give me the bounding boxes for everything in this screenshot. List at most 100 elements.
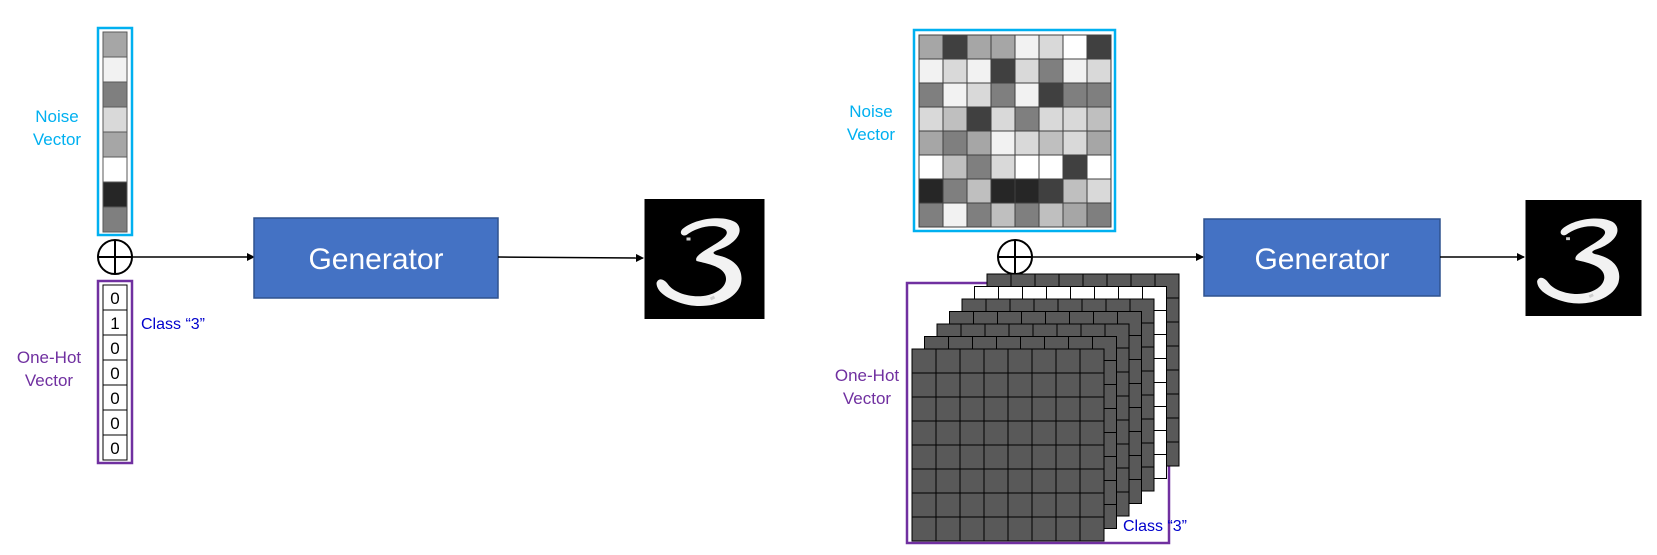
noise-cell	[102, 156, 128, 183]
noise-grid-cell	[990, 34, 1016, 60]
noise-grid-cell	[918, 58, 944, 84]
left-onehot-label-line1: One-Hot	[17, 348, 82, 367]
noise-cell	[102, 206, 128, 233]
noise-cell	[102, 106, 128, 133]
noise-grid-cell	[990, 130, 1016, 156]
left-output-arrow	[497, 253, 644, 262]
right-generator-box	[1203, 218, 1441, 297]
noise-grid-cell	[990, 154, 1016, 180]
onehot-value: 0	[110, 364, 119, 383]
noise-grid-cell	[966, 58, 992, 84]
noise-grid-cell	[990, 202, 1016, 228]
right-generator-label: Generator	[1254, 243, 1389, 276]
noise-grid-cell	[942, 178, 968, 204]
noise-grid-cell	[1014, 106, 1040, 132]
right-noise-grid	[918, 34, 1112, 228]
noise-cell	[102, 81, 128, 108]
noise-grid-cell	[966, 154, 992, 180]
left-class-label: Class “3”	[141, 316, 205, 333]
noise-grid-cell	[966, 34, 992, 60]
noise-grid-cell	[1086, 58, 1112, 84]
onehot-value: 0	[110, 414, 119, 433]
noise-grid-cell	[1086, 34, 1112, 60]
noise-grid-cell	[1062, 58, 1088, 84]
onehot-cell	[102, 334, 128, 361]
left-output-digit-image	[644, 199, 765, 319]
noise-grid-cell	[1038, 34, 1064, 60]
noise-grid-cell	[966, 178, 992, 204]
noise-grid-cell	[942, 58, 968, 84]
noise-grid-cell	[942, 82, 968, 108]
right-noise-grid-frame	[912, 28, 1117, 233]
left-noise-vector	[102, 31, 128, 233]
noise-cell	[102, 181, 128, 208]
left-generator-box	[253, 217, 499, 299]
noise-cell	[102, 31, 128, 58]
noise-grid-cell	[1014, 154, 1040, 180]
noise-grid-cell	[990, 82, 1016, 108]
noise-grid-cell	[1038, 154, 1064, 180]
noise-grid-cell	[1062, 106, 1088, 132]
right-noise-label-line1: Noise	[849, 102, 892, 121]
right-noise-label-line2: Vector	[847, 125, 896, 144]
onehot-cell	[102, 309, 128, 336]
noise-grid-cell	[1014, 34, 1040, 60]
noise-grid-cell	[1014, 82, 1040, 108]
noise-grid-cell	[942, 130, 968, 156]
noise-grid-cell	[942, 202, 968, 228]
noise-cell	[102, 131, 128, 158]
onehot-value: 0	[110, 389, 119, 408]
onehot-value: 1	[110, 314, 119, 333]
noise-grid-cell	[918, 106, 944, 132]
noise-grid-cell	[1086, 154, 1112, 180]
noise-grid-cell	[1038, 202, 1064, 228]
noise-grid-cell	[918, 202, 944, 228]
noise-grid-cell	[1038, 178, 1064, 204]
noise-grid-cell	[1086, 130, 1112, 156]
noise-grid-cell	[1062, 202, 1088, 228]
left-noise-label-line1: Noise	[35, 107, 78, 126]
onehot-value: 0	[110, 439, 119, 458]
left-onehot-vector-frame	[96, 279, 134, 465]
left-onehot-label-line2: Vector	[25, 371, 74, 390]
noise-grid-cell	[1062, 178, 1088, 204]
noise-grid-cell	[918, 82, 944, 108]
noise-grid-cell	[1062, 82, 1088, 108]
onehot-cell	[102, 434, 128, 461]
noise-grid-cell	[942, 154, 968, 180]
noise-grid-cell	[1086, 178, 1112, 204]
noise-grid-cell	[1038, 58, 1064, 84]
noise-grid-cell	[942, 106, 968, 132]
noise-grid-cell	[1038, 82, 1064, 108]
onehot-cell	[102, 284, 128, 311]
noise-grid-cell	[1014, 202, 1040, 228]
noise-grid-cell	[1062, 34, 1088, 60]
noise-grid-cell	[1014, 178, 1040, 204]
right-onehot-label-line1: One-Hot	[835, 366, 900, 385]
noise-cell	[102, 56, 128, 83]
right-output-digit-image	[1525, 200, 1642, 316]
noise-grid-cell	[990, 178, 1016, 204]
noise-grid-cell	[942, 34, 968, 60]
onehot-value: 0	[110, 289, 119, 308]
noise-grid-cell	[1062, 154, 1088, 180]
noise-grid-cell	[990, 58, 1016, 84]
noise-grid-cell	[1014, 130, 1040, 156]
onehot-plane	[911, 348, 1105, 542]
noise-grid-cell	[918, 130, 944, 156]
left-generator-label: Generator	[308, 243, 443, 276]
noise-grid-cell	[966, 130, 992, 156]
left-noise-vector-frame	[96, 26, 134, 237]
noise-grid-cell	[990, 106, 1016, 132]
noise-grid-cell	[918, 154, 944, 180]
noise-grid-cell	[1038, 106, 1064, 132]
noise-grid-cell	[1086, 106, 1112, 132]
right-class-label: Class “3”	[1123, 518, 1187, 535]
noise-grid-cell	[918, 178, 944, 204]
noise-grid-cell	[918, 34, 944, 60]
noise-grid-cell	[1062, 130, 1088, 156]
onehot-cell	[102, 384, 128, 411]
